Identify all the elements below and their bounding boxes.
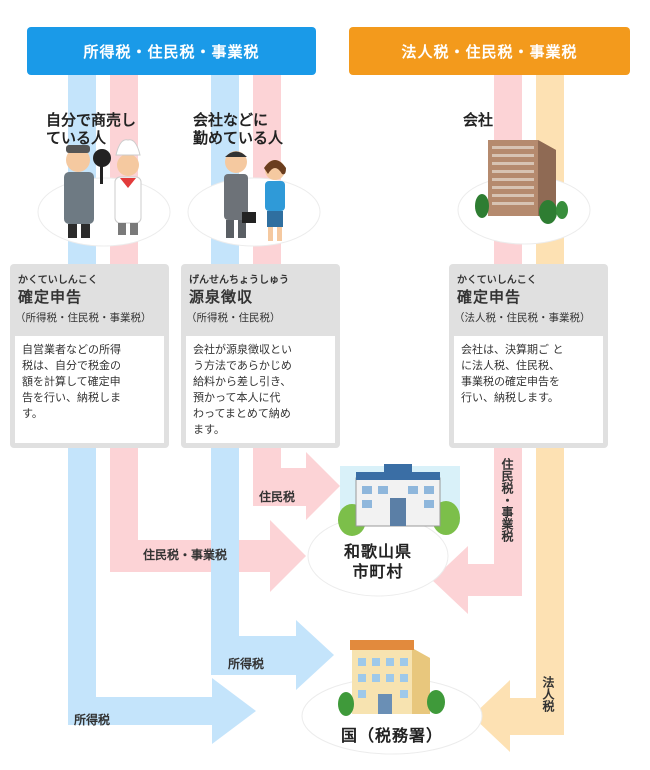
withholding-card: げんせんちょうしゅう 源泉徴収 （所得税・住民税） 会社が源泉徴収とい う方法で… — [181, 264, 340, 448]
card-line: 給料から差し引き、 — [193, 375, 292, 388]
self-income-flow-label: 所得税 — [74, 713, 111, 727]
shop-owner-figures — [64, 139, 142, 238]
card-ruby: かくていしんこく — [457, 275, 537, 286]
self-income-flow — [68, 70, 256, 744]
card-body: 会社は、決算期ご と に法人税、住民税、 事業税の確定申告を 行い、納税します。 — [454, 336, 603, 443]
card-line: ます。 — [193, 423, 225, 436]
self-resident-flow-label: 住民税・事業税 — [143, 548, 228, 562]
company-national-flow-label: 法人税 — [541, 676, 555, 712]
card-line: 会社が源泉徴収とい — [193, 343, 292, 356]
self-employed-ellipse — [37, 177, 171, 247]
card-line: 税は、自分で税金の — [22, 359, 121, 372]
self-resident-flow — [110, 70, 306, 592]
card-line: す。 — [22, 407, 43, 420]
company-local-flow-label: 住民税・事業税 — [500, 458, 514, 542]
card-title: 源泉徴収 — [189, 288, 254, 306]
card-title: 確定申告 — [457, 288, 522, 306]
local-government-label: 和歌山県 市町村 — [333, 542, 423, 582]
card-line: に法人税、住民税、 — [461, 359, 560, 372]
card-ruby: げんせんちょうしゅう — [189, 275, 289, 286]
card-body: 会社が源泉徴収とい う方法であらかじめ 給料から差し引き、 預かって本人に代 わ… — [186, 336, 335, 443]
self-employed-caption: 自分で商売し ている人 — [46, 111, 136, 147]
card-subtitle: （法人税・住民税・事業税） — [454, 312, 591, 324]
employee-caption: 会社などに 勤めている人 — [193, 111, 283, 147]
self-employed-caption-line-2: ている人 — [46, 129, 107, 147]
income-tax-header: 所得税・住民税・事業税 — [27, 27, 316, 75]
card-line: 額を計算して確定申 — [22, 375, 121, 388]
card-line: 行い、納税します。 — [461, 391, 559, 404]
card-line: 会社は、決算期ご と — [461, 343, 564, 356]
card-line: 事業税の確定申告を — [461, 375, 560, 388]
card-line: う方法であらかじめ — [193, 359, 292, 372]
card-line: 自営業者などの所得 — [22, 343, 121, 356]
employee-caption-line-1: 会社などに — [193, 111, 269, 129]
card-line: 預かって本人に代 — [193, 391, 281, 404]
employee-resident-flow-label: 住民税 — [259, 490, 296, 504]
national-tax-office-label: 国（税務署） — [340, 726, 443, 745]
card-body: 自営業者などの所得 税は、自分で税金の 額を計算して確定申 告を行い、納税しま … — [15, 336, 164, 443]
employee-income-flow-label: 所得税 — [228, 657, 265, 671]
card-ruby: かくていしんこく — [18, 275, 98, 286]
employee-figures — [224, 151, 286, 241]
card-subtitle: （所得税・住民税・事業税） — [15, 312, 152, 324]
local-government-line-2: 市町村 — [352, 562, 404, 581]
card-line: 告を行い、納税しま — [22, 391, 121, 404]
company-caption: 会社 — [463, 111, 494, 129]
local-office-building — [338, 464, 460, 536]
company-building-illustration — [475, 140, 568, 224]
employee-caption-line-2: 勤めている人 — [193, 129, 284, 147]
card-title: 確定申告 — [18, 288, 83, 306]
corporate-tax-header: 法人税・住民税・事業税 — [349, 27, 630, 75]
self-employed-caption-line-1: 自分で商売し — [46, 111, 137, 129]
national-office-building — [338, 640, 445, 716]
card-line: わってまとめて納め — [193, 407, 291, 420]
company-filing-card: かくていしんこく 確定申告 （法人税・住民税・事業税） 会社は、決算期ご と に… — [449, 264, 608, 448]
local-government-line-1: 和歌山県 — [343, 542, 412, 561]
card-subtitle: （所得税・住民税） — [186, 312, 281, 324]
self-employed-filing-card: かくていしんこく 確定申告 （所得税・住民税・事業税） 自営業者などの所得 税は… — [10, 264, 169, 448]
